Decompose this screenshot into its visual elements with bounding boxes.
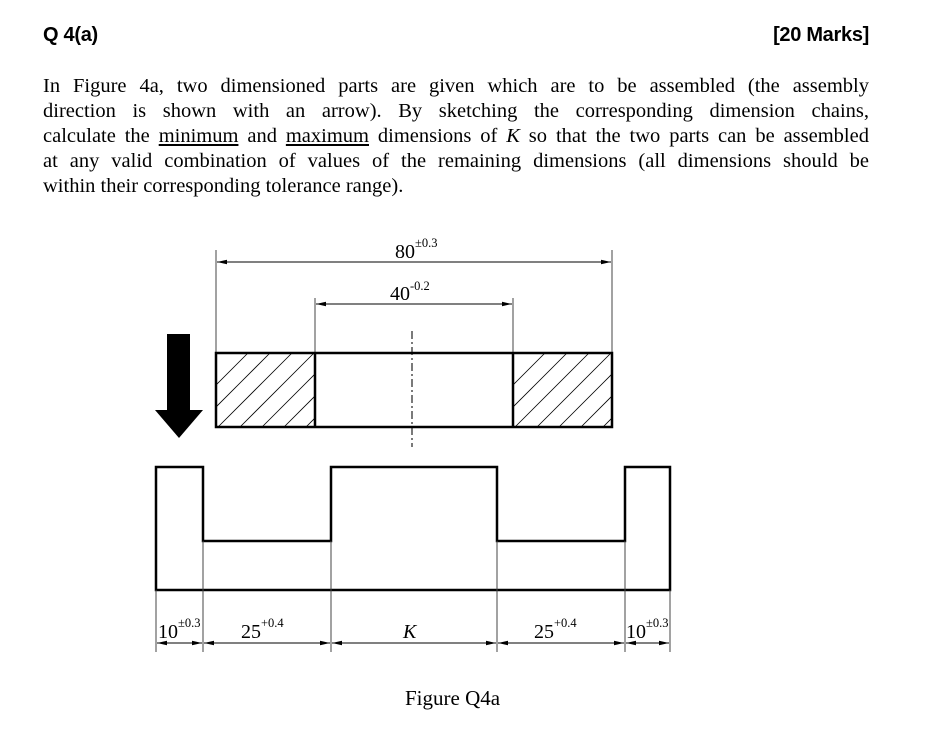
dim-40-tolerance: -0.2	[410, 279, 430, 293]
dim-25-left: 25 +0.4	[241, 616, 284, 643]
dim-10-left-tolerance: ±0.3	[178, 616, 201, 630]
dim-k-value: K	[402, 621, 418, 643]
question-line-5: within their corresponding tolerance ran…	[43, 175, 404, 197]
dim-k: K	[402, 621, 418, 643]
arrow-down-icon	[155, 334, 203, 438]
question-line-2: direction is shown with an arrow). By sk…	[43, 100, 869, 122]
text-fragment: calculate the	[43, 125, 159, 147]
dim-10-right-tolerance: ±0.3	[646, 616, 669, 630]
dimension-40: 40 -0.2	[314, 279, 514, 353]
dim-25-right: 25 +0.4	[534, 616, 577, 643]
dim-40-value: 40	[390, 283, 410, 305]
bottom-extension-lines	[155, 541, 671, 652]
bottom-part	[154, 465, 672, 592]
dim-25-left-tolerance: +0.4	[261, 616, 284, 630]
dim-25-left-value: 25	[241, 621, 261, 643]
question-line-3: calculate the minimum and maximum dimens…	[43, 124, 869, 149]
question-text: In Figure 4a, two dimensioned parts are …	[43, 74, 869, 199]
question-number: Q 4(a)	[43, 24, 98, 46]
dim-80-value: 80	[395, 241, 415, 263]
dim-10-left: 10 ±0.3	[158, 616, 201, 643]
hatching-left	[216, 353, 315, 427]
variable-k: K	[506, 125, 520, 147]
top-part	[214, 351, 614, 429]
dim-10-right: 10 ±0.3	[626, 616, 669, 643]
dim-10-left-value: 10	[158, 621, 178, 643]
text-fragment: dimensions of	[369, 125, 507, 147]
dim-80-tolerance: ±0.3	[415, 236, 438, 250]
figure-caption: Figure Q4a	[405, 686, 501, 710]
question-line-4: at any valid combination of values of th…	[43, 150, 869, 172]
text-fragment: so that the two parts can be assembled	[519, 125, 869, 147]
dim-25-right-value: 25	[534, 621, 554, 643]
hatching-right	[513, 353, 612, 427]
marks-label: [20 Marks]	[773, 24, 869, 46]
dim-10-right-value: 10	[626, 621, 646, 643]
question-line-1: In Figure 4a, two dimensioned parts are …	[43, 75, 869, 97]
underlined-minimum: minimum	[158, 125, 239, 147]
text-fragment: and	[238, 125, 286, 147]
dimension-80: 80 ±0.3	[215, 236, 613, 353]
underlined-maximum: maximum	[285, 125, 369, 147]
dim-25-right-tolerance: +0.4	[554, 616, 577, 630]
